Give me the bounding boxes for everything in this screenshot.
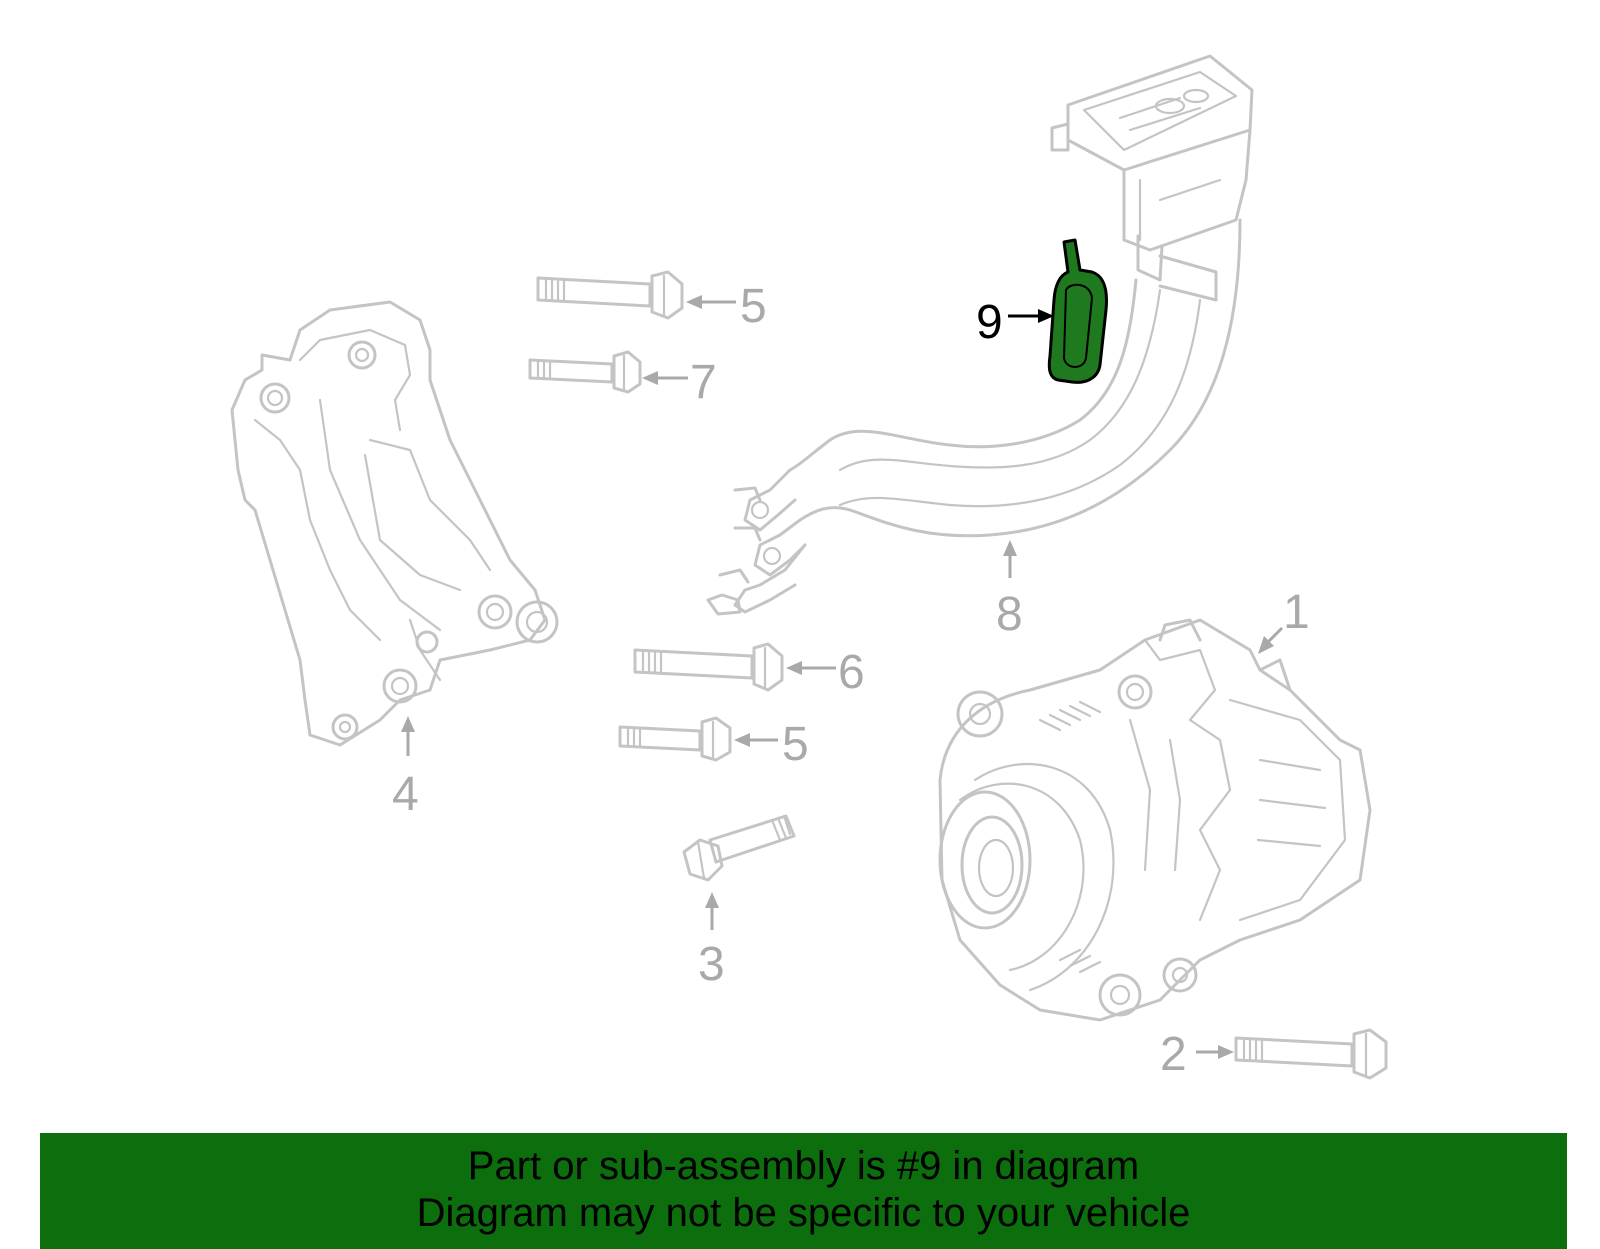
part-5-bolt-middle[interactable] [618,716,732,762]
callout-6: 6 [786,646,865,699]
callout-9: 9 [976,296,1054,349]
callout-8: 8 [996,540,1023,641]
part-9-grommet[interactable] [1047,238,1108,384]
part-6-bolt[interactable] [633,642,784,692]
callout-3-label: 3 [698,938,725,991]
part-4-bracket[interactable] [230,300,559,747]
part-3-bolt[interactable] [682,814,796,882]
part-5-bolt-top[interactable] [536,270,684,320]
banner-line-2: Diagram may not be specific to your vehi… [416,1191,1191,1235]
callout-5-top-label: 5 [740,280,767,333]
callout-7: 7 [642,356,717,409]
part-1-alternator[interactable] [938,618,1372,1022]
callout-4-label: 4 [392,768,419,821]
callout-5-top: 5 [686,280,767,333]
callout-2-label: 2 [1160,1028,1187,1081]
callout-8-label: 8 [996,588,1023,641]
callout-1: 1 [1258,586,1310,654]
callout-4: 4 [392,716,419,821]
part-2-bolt[interactable] [1234,1028,1388,1080]
callout-5-middle: 5 [734,718,809,771]
callout-5-middle-label: 5 [782,718,809,771]
callout-6-label: 6 [838,646,865,699]
part-7-bolt[interactable] [528,350,642,394]
parts-diagram: 1 2 3 4 5 7 6 5 8 9 [230,54,1388,1081]
info-banner: Part or sub-assembly is #9 in diagram Di… [40,1133,1567,1249]
part-8-cable-harness[interactable] [706,54,1254,616]
callout-2: 2 [1160,1028,1234,1081]
callout-1-label: 1 [1283,586,1310,639]
callout-9-label: 9 [976,296,1003,349]
callout-7-label: 7 [690,356,717,409]
banner-line-1: Part or sub-assembly is #9 in diagram [467,1144,1140,1188]
callout-3: 3 [698,892,725,991]
